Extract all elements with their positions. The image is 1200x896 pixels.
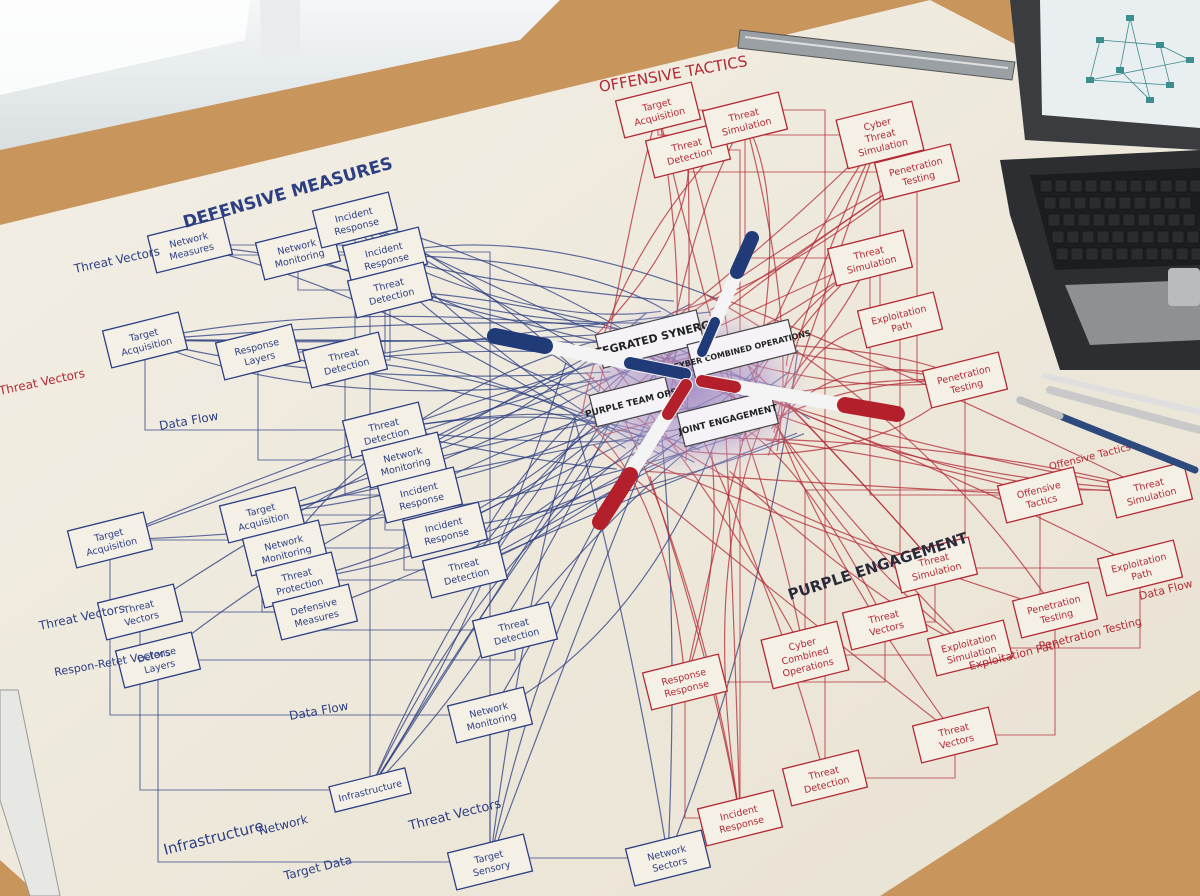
key [1055,180,1067,192]
screen-node [1186,57,1194,63]
key [1078,214,1090,226]
key [1123,214,1135,226]
key [1048,214,1060,226]
screen-node [1146,97,1154,103]
key [1089,197,1101,209]
window-frame [260,0,300,60]
key [1191,248,1200,260]
key [1100,180,1112,192]
key [1127,231,1139,243]
laptop-screen [1040,0,1200,128]
key [1112,231,1124,243]
key [1176,248,1188,260]
key [1168,214,1180,226]
screen-node [1116,67,1124,73]
key [1115,180,1127,192]
screen-node [1166,82,1174,88]
key [1187,231,1199,243]
key [1044,197,1056,209]
key [1086,248,1098,260]
key [1172,231,1184,243]
key [1104,197,1116,209]
key [1134,197,1146,209]
key [1190,180,1200,192]
key [1056,248,1068,260]
key [1119,197,1131,209]
key [1067,231,1079,243]
key [1153,214,1165,226]
screen-node [1126,15,1134,21]
key [1059,197,1071,209]
key [1070,180,1082,192]
key [1179,197,1191,209]
key [1108,214,1120,226]
key [1146,248,1158,260]
screen-node [1086,77,1094,83]
key [1142,231,1154,243]
key [1164,197,1176,209]
key [1149,197,1161,209]
key [1160,180,1172,192]
key [1183,214,1195,226]
key [1085,180,1097,192]
key [1138,214,1150,226]
key [1175,180,1187,192]
key [1052,231,1064,243]
key [1063,214,1075,226]
key [1161,248,1173,260]
key [1093,214,1105,226]
key [1097,231,1109,243]
key [1101,248,1113,260]
key [1130,180,1142,192]
key [1131,248,1143,260]
key [1145,180,1157,192]
key [1040,180,1052,192]
screen-node [1156,42,1164,48]
key [1082,231,1094,243]
key [1116,248,1128,260]
screen-node [1096,37,1104,43]
key [1074,197,1086,209]
touchpad [1168,268,1200,306]
key [1157,231,1169,243]
key [1071,248,1083,260]
